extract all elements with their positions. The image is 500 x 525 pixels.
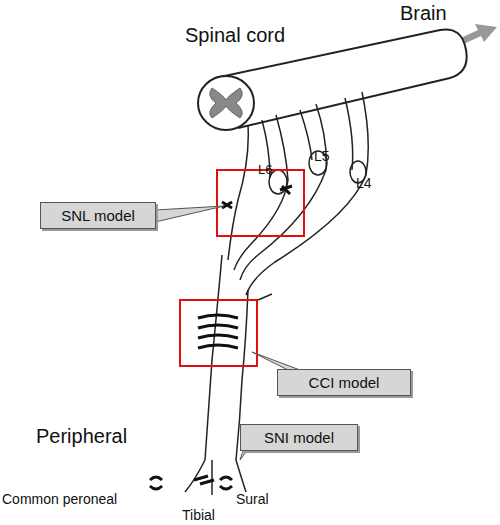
anatomy-label: L4	[356, 175, 372, 191]
callout-text: SNI model	[264, 429, 334, 446]
anatomy-label: Tibial	[182, 507, 215, 523]
callout-text: SNL model	[61, 207, 135, 224]
anatomy-label: L5	[314, 148, 330, 164]
callout-box: CCI model	[277, 369, 411, 396]
anatomy-label: L6	[258, 162, 272, 177]
anatomy-label: Peripheral	[36, 425, 127, 448]
cord-section	[198, 76, 254, 130]
highlight-box	[217, 170, 304, 236]
gray-matter	[210, 88, 243, 118]
callout-box: SNL model	[40, 202, 156, 229]
callout-text: CCI model	[309, 374, 380, 391]
nerve-roots	[185, 92, 368, 495]
leader-lines	[155, 206, 300, 460]
anatomy-label: Brain	[400, 2, 447, 25]
anatomy-label: Spinal cord	[185, 24, 285, 47]
anatomy-label: Common peroneal	[2, 491, 117, 507]
callout-box: SNI model	[240, 424, 358, 451]
anatomy-label: Sural	[236, 491, 269, 507]
highlight-box	[180, 300, 257, 366]
